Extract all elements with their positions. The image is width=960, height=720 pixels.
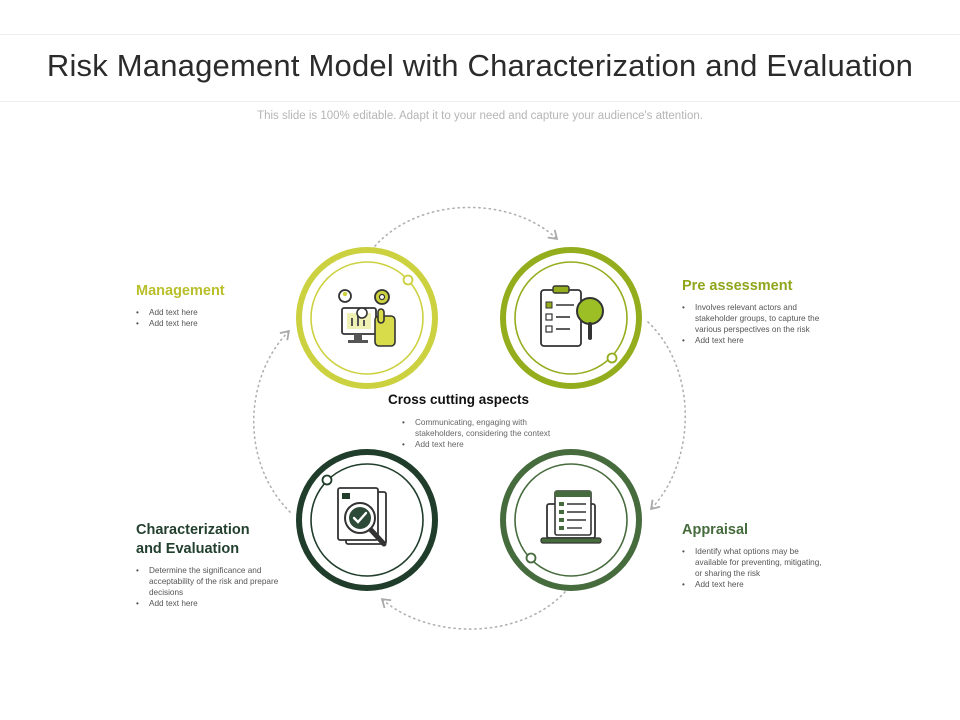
- management-text: Management Add text here Add text here: [136, 282, 286, 329]
- appraisal-text: Appraisal Identify what options may be a…: [682, 521, 827, 590]
- appraisal-bullets: Identify what options may be available f…: [682, 546, 827, 590]
- bullet-item: Determine the significance and acceptabi…: [136, 565, 291, 598]
- pre-assessment-node: [500, 247, 642, 389]
- bullet-item: Add text here: [136, 598, 291, 609]
- arrow-pre-to-appraisal: [647, 321, 686, 511]
- center-heading: Cross cutting aspects: [388, 392, 530, 407]
- management-node: [296, 247, 438, 389]
- heading-line-1: Characterization: [136, 522, 250, 538]
- slide-subtitle: This slide is 100% editable. Adapt it to…: [257, 110, 703, 122]
- bullet-item: Add text here: [136, 307, 286, 318]
- appraisal-node: [500, 449, 642, 591]
- management-heading: Management: [136, 283, 225, 299]
- bullet-item: Communicating, engaging with stakeholder…: [402, 417, 568, 439]
- arrow-char-to-mgmt: [253, 329, 291, 513]
- characterization-bullets: Determine the significance and acceptabi…: [136, 565, 291, 609]
- bullet-item: Add text here: [402, 439, 568, 450]
- bullet-item: Involves relevant actors and stakeholder…: [682, 302, 822, 335]
- pre-assessment-bullets: Involves relevant actors and stakeholder…: [682, 302, 822, 346]
- management-bullets: Add text here Add text here: [136, 307, 286, 329]
- bullet-item: Identify what options may be available f…: [682, 546, 827, 579]
- characterization-node: [296, 449, 438, 591]
- center-bullets: Communicating, engaging with stakeholder…: [402, 417, 568, 450]
- characterization-text: Characterization and Evaluation Determine…: [136, 521, 291, 609]
- slide-title: Risk Management Model with Characterizat…: [46, 48, 914, 83]
- laptop-list-icon: [540, 490, 602, 544]
- characterization-heading: Characterization and Evaluation: [136, 521, 291, 559]
- team-settings-touch-icon: [338, 289, 396, 347]
- bullet-item: Add text here: [136, 318, 286, 329]
- heading-line-2: and Evaluation: [136, 541, 240, 557]
- bullet-item: Add text here: [682, 579, 827, 590]
- pre-assessment-heading: Pre assessment: [682, 278, 793, 294]
- arrow-mgmt-to-pre: [374, 206, 559, 247]
- document-search-check-icon: [337, 487, 387, 547]
- appraisal-heading: Appraisal: [682, 522, 749, 538]
- bullet-item: Add text here: [682, 335, 822, 346]
- title-band: [0, 34, 960, 102]
- pre-assessment-text: Pre assessment Involves relevant actors …: [682, 277, 822, 346]
- arrow-appraisal-to-char: [380, 591, 566, 630]
- checklist-magnifier-icon: [540, 285, 604, 347]
- center-text: Cross cutting aspects Communicating, eng…: [388, 390, 568, 450]
